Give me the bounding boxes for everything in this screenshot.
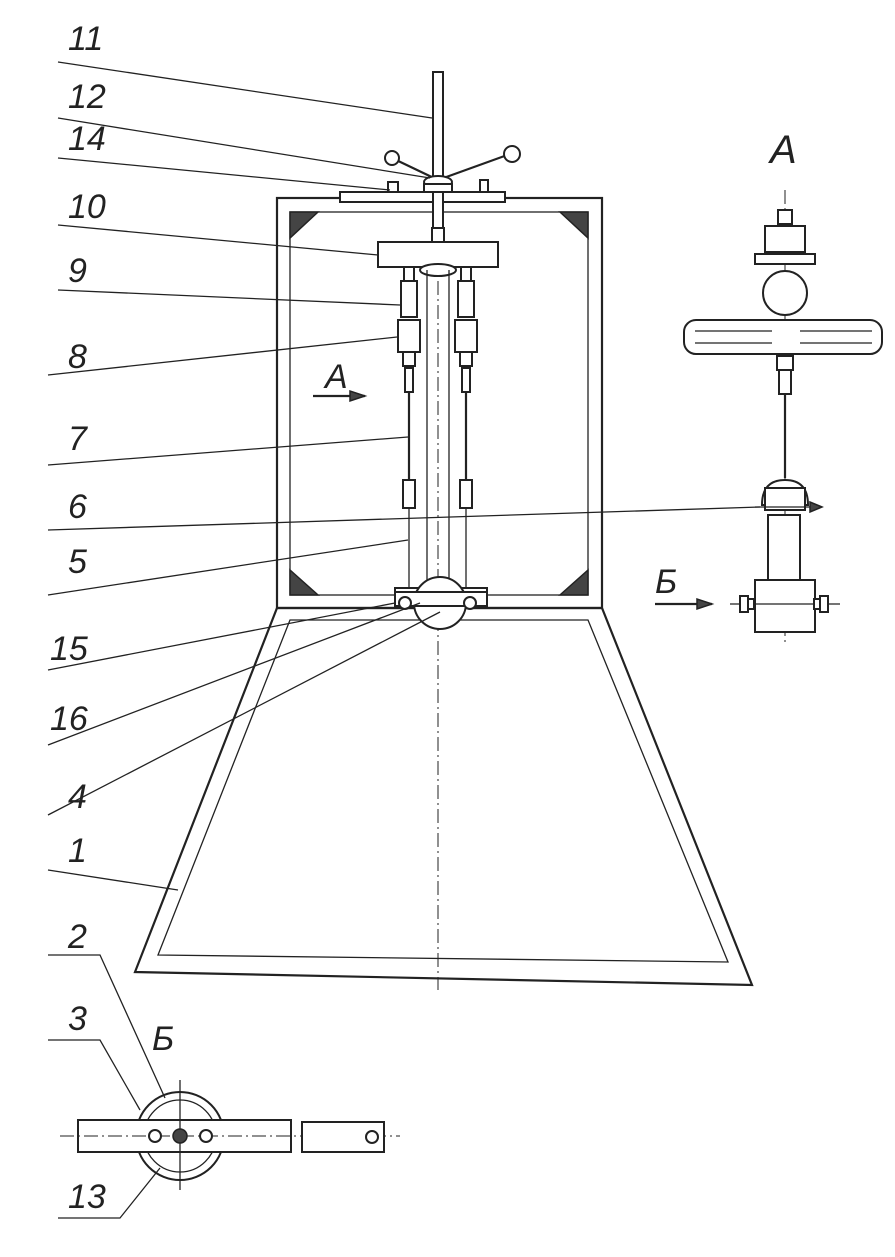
view-b-arrow-label: Б [655, 563, 677, 601]
callout-16: 16 [50, 700, 88, 738]
callout-11: 11 [68, 20, 103, 58]
callout-6: 6 [68, 488, 87, 526]
callout-13: 13 [68, 1178, 106, 1216]
callout-15: 15 [50, 630, 88, 668]
view-a-title: А [768, 128, 797, 172]
callout-14: 14 [68, 120, 106, 158]
screw-assembly [384, 71, 521, 253]
base-frame [133, 606, 754, 987]
callout-labels: 11 12 14 10 9 8 7 6 5 15 16 4 1 2 3 13 [50, 20, 106, 1216]
callout-7: 7 [68, 420, 88, 458]
callout-12: 12 [68, 78, 106, 116]
view-a: А [683, 128, 883, 645]
view-a-arrow-label: А [323, 358, 348, 396]
view-a-arrow: А [313, 358, 368, 403]
callout-5: 5 [68, 543, 87, 581]
callout-2: 2 [67, 918, 87, 956]
view-b-arrow: Б [655, 563, 715, 611]
crossbar-10 [377, 227, 499, 277]
right-rod-assembly [454, 266, 478, 590]
callout-3: 3 [68, 1000, 87, 1038]
callout-8: 8 [68, 338, 87, 376]
left-rod-assembly [397, 266, 421, 590]
leader-lines [47, 61, 761, 1219]
lower-hub-assembly [394, 270, 488, 630]
view-b: Б [60, 1020, 400, 1190]
callout-9: 9 [68, 252, 87, 290]
callout-4: 4 [68, 778, 87, 816]
view-b-title: Б [152, 1020, 174, 1058]
callout-10: 10 [68, 188, 106, 226]
callout-1: 1 [68, 832, 87, 870]
